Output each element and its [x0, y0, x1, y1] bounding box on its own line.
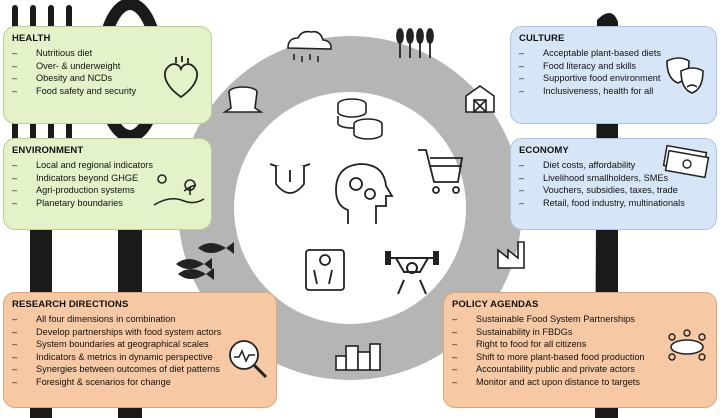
economy-list: –Diet costs, affordability –Livelihood s… [519, 159, 706, 209]
health-title: HEALTH [12, 33, 51, 44]
list-item: –Planetary boundaries [12, 197, 123, 208]
environment-list: –Local and regional indicators –Indicato… [12, 159, 201, 209]
barn-icon [465, 85, 495, 113]
weightlifter-icon [385, 251, 439, 295]
research-title: RESEARCH DIRECTIONS [12, 299, 129, 310]
list-item: –Shift to more plant-based food producti… [452, 351, 645, 362]
list-item: –Sustainable Food System Partnerships [452, 314, 635, 324]
list-item: –Monitor and act upon distance to target… [452, 376, 640, 387]
list-item: –Acceptable plant-based diets [519, 48, 661, 58]
rain-cloud-icon [287, 30, 332, 62]
list-item: –Indicators & metrics in dynamic perspec… [12, 351, 213, 362]
culture-title: CULTURE [519, 33, 565, 44]
culture-box: CULTURE –Acceptable plant-based diets –F… [510, 26, 717, 124]
policy-list: –Sustainable Food System Partnerships –S… [452, 313, 706, 389]
scale-icon [305, 249, 345, 291]
list-item: –Develop partnerships with food system a… [12, 326, 222, 337]
list-item: –Agri-production systems [12, 185, 135, 196]
list-item: –Obesity and NCDs [12, 73, 113, 84]
list-item: –System boundaries at geographical scale… [12, 339, 209, 350]
list-item: –Local and regional indicators [12, 160, 153, 170]
list-item: –Indicators beyond GHGE [12, 172, 139, 183]
list-item: –Food safety and security [12, 85, 137, 96]
city-icon [335, 343, 381, 371]
coins-icon [337, 98, 383, 140]
list-item: –Nutritious diet [12, 48, 93, 58]
theater-masks-icon [666, 57, 704, 94]
list-item: –Right to food for all citizens [452, 339, 587, 350]
tongue-icon [269, 163, 311, 194]
list-item: –Synergies between outcomes of diet patt… [12, 364, 220, 375]
list-item: –All four dimensions in combination [12, 314, 176, 324]
research-box: RESEARCH DIRECTIONS –All four dimensions… [3, 292, 277, 408]
environment-title: ENVIRONMENT [12, 145, 84, 156]
culture-list: –Acceptable plant-based diets –Food lite… [519, 47, 706, 97]
factory-icon [497, 241, 525, 269]
list-item: –Retail, food industry, multinationals [519, 197, 685, 208]
banknotes-icon [662, 145, 710, 179]
list-item: –Sustainability in FBDGs [452, 326, 573, 337]
tree-stump-icon [222, 86, 264, 113]
meeting-table-icon [668, 329, 706, 361]
list-item: –Supportive food environment [519, 73, 661, 84]
wheat-icon [396, 28, 434, 58]
policy-box: POLICY AGENDAS –Sustainable Food System … [443, 292, 717, 408]
economy-title: ECONOMY [519, 145, 569, 156]
list-item: –Over- & underweight [12, 60, 121, 71]
anatomical-heart-icon [164, 56, 198, 99]
health-list: –Nutritious diet –Over- & underweight –O… [12, 47, 201, 97]
list-item: –Livelihood smallholders, SMEs [519, 172, 669, 183]
magnifier-chart-icon [229, 340, 268, 379]
environment-box: ENVIRONMENT –Local and regional indicato… [3, 138, 212, 230]
economy-box: ECONOMY –Diet costs, affordability –Live… [510, 138, 717, 230]
list-item: –Accountability public and private actor… [452, 364, 635, 375]
policy-title: POLICY AGENDAS [452, 299, 539, 310]
research-list: –All four dimensions in combination –Dev… [12, 313, 266, 389]
health-box: HEALTH –Nutritious diet –Over- & underwe… [3, 26, 212, 124]
list-item: –Inclusiveness, health for all [519, 85, 654, 96]
shopping-cart-icon [418, 149, 464, 194]
list-item: –Foresight & scenarios for change [12, 376, 171, 387]
list-item: –Food literacy and skills [519, 60, 636, 71]
fish-icon [176, 242, 234, 280]
list-item: –Diet costs, affordability [519, 160, 636, 170]
list-item: –Vouchers, subsidies, taxes, trade [519, 185, 678, 196]
head-gears-icon [335, 163, 394, 224]
landscape-icon [153, 174, 205, 206]
